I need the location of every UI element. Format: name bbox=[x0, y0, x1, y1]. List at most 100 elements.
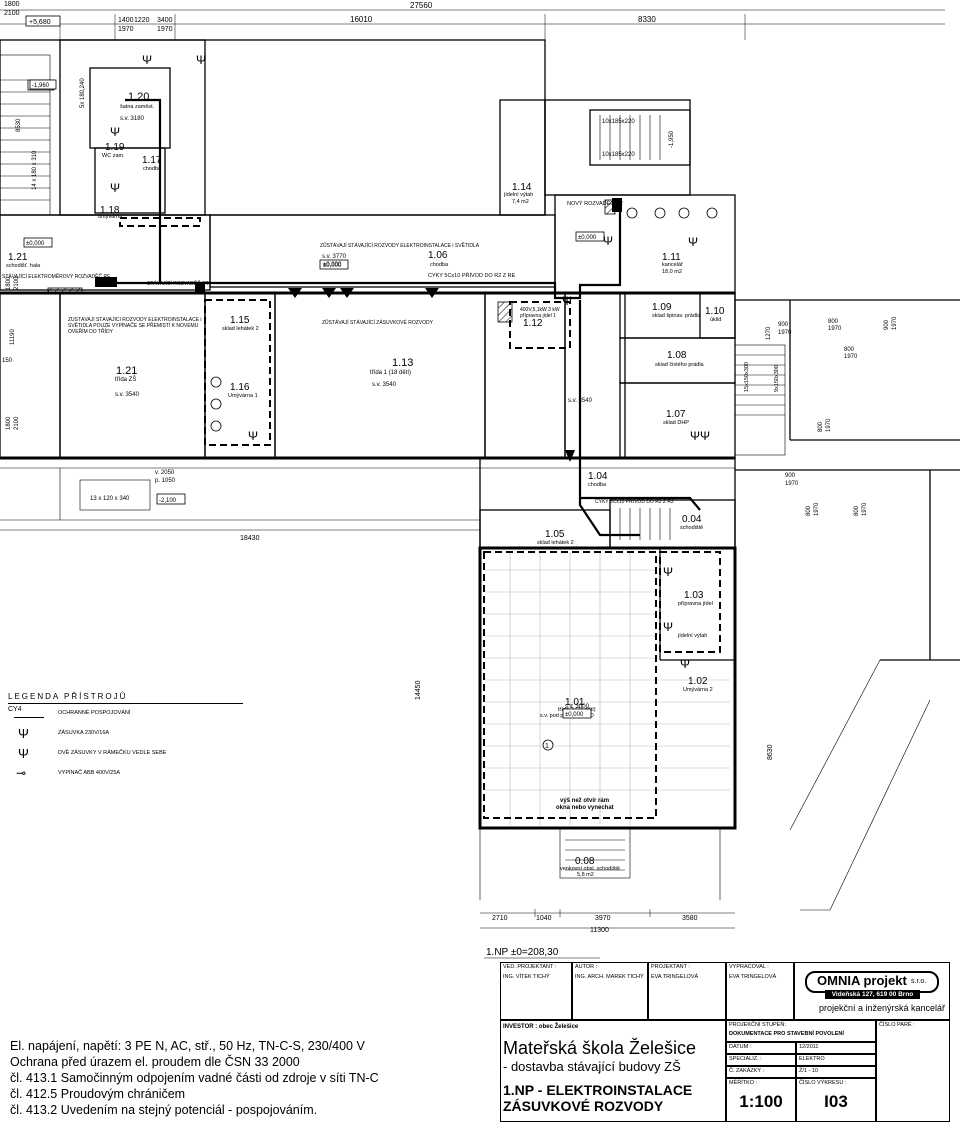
dim-18430: 18430 bbox=[240, 535, 260, 542]
room-sv: s.v. 3770 bbox=[322, 254, 347, 260]
level-mark: -1,960 bbox=[32, 83, 50, 89]
dim-right: 800 bbox=[818, 421, 824, 432]
project-title: Mateřská škola Želešice bbox=[503, 1038, 697, 1058]
dim-right: 1970 bbox=[862, 502, 868, 516]
socket-symbols: Ψ Ψ Ψ Ψ Ψ Ψ Ψ ΨΨ Ψ Ψ Ψ Ψ 1 bbox=[110, 53, 718, 751]
dim-14450: 14450 bbox=[415, 680, 422, 700]
dim-right: 900 bbox=[884, 319, 890, 330]
level-5680: +5,680 bbox=[29, 19, 51, 26]
level-mark: -2,100 bbox=[159, 498, 177, 504]
tb-label: PROJEKTANT : bbox=[651, 964, 690, 970]
room-labels: 1.20 šatna zaměst. s.v. 3180 1.19 WC zam… bbox=[6, 91, 725, 878]
tb-label: MĚŘÍTKO : bbox=[729, 1080, 758, 1086]
socket-icon: Ψ bbox=[663, 620, 673, 634]
dim-3400: 3400 bbox=[157, 17, 173, 24]
room-number: 1.15 bbox=[230, 315, 250, 326]
note-stair-r: 10x185x220 bbox=[602, 119, 635, 125]
room-number: 1.07 bbox=[666, 409, 686, 420]
panel-rt-symbol bbox=[195, 283, 205, 293]
dim-right: 900 bbox=[785, 473, 796, 479]
company-suffix: s.r.o. bbox=[911, 978, 927, 985]
plan-annotations: ZŮSTÁVAJÍ STÁVAJÍCÍ ROZVODY ELEKTROINSTA… bbox=[2, 119, 707, 811]
bottom-dimensions: 18430 14450 2710 1040 3970 3580 11300 bbox=[0, 529, 735, 934]
room-name: přípravna jídel 1 bbox=[520, 313, 556, 319]
dim-right: 1970 bbox=[844, 354, 858, 360]
room-name: jídelní výtah bbox=[503, 192, 533, 198]
tb-autor: AUTOR : ING. ARCH. MAREK TICHÝ bbox=[572, 962, 648, 1020]
tb-specializ-label: SPECIALIZ. : bbox=[726, 1054, 796, 1066]
legend-label: DVĚ ZÁSUVKY V RÁMEČKU VEDLE SEBE bbox=[58, 750, 167, 756]
dim-1800-left-b: 1800 bbox=[6, 416, 12, 430]
room-number: 1.05 bbox=[545, 529, 565, 540]
bonding-icon bbox=[14, 717, 44, 718]
dim-2100: 2100 bbox=[4, 10, 20, 17]
note-line: čl. 413.1 Samočinným odpojením vadné čás… bbox=[10, 1071, 379, 1085]
dim-stair-a: 5x 180,240 bbox=[80, 78, 86, 108]
note-window-2: okna nebo vynechat bbox=[556, 805, 614, 811]
tb-value: ELEKTRO bbox=[799, 1056, 825, 1062]
room-number: 1.06 bbox=[428, 250, 448, 261]
legend-label: VYPÍNAČ ABB 400V/25A bbox=[58, 770, 121, 776]
tb-label: AUTOR : bbox=[575, 964, 598, 970]
tb-label: Č. ZAKÁZKY : bbox=[729, 1068, 765, 1074]
tb-meritko: MĚŘÍTKO : 1:100 bbox=[726, 1078, 796, 1122]
company-logo: OMNIA projekt s.r.o. Videňská 127, 619 0… bbox=[794, 962, 950, 1020]
room-name: úmývárna bbox=[98, 214, 123, 220]
dim-right: 800 bbox=[806, 505, 812, 516]
room-number: 1.19 bbox=[105, 142, 125, 153]
room-name: třída ZŠ bbox=[115, 376, 136, 383]
tb-datum: 12/2011 bbox=[796, 1042, 876, 1054]
room-name: venkovní obsl. schodiště bbox=[560, 866, 620, 872]
legend-item: Ψ DVĚ ZÁSUVKY V RÁMEČKU VEDLE SEBE bbox=[8, 744, 248, 764]
legend-item: CY4 OCHRANNÉ POSPOJOVÁNÍ bbox=[8, 704, 248, 724]
note-keep-sockets: ZŮSTÁVAJÍ STÁVAJÍCÍ ZÁSUVKOVÉ ROZVODY bbox=[322, 319, 434, 326]
room-sv: s.v. 3540 bbox=[372, 382, 397, 388]
socket-icon: Ψ bbox=[603, 234, 613, 248]
dim-1970b: 1970 bbox=[157, 26, 173, 33]
room-name: chodba bbox=[430, 262, 449, 268]
note-line: El. napájení, napětí: 3 PE N, AC, stř., … bbox=[10, 1039, 365, 1053]
tb-value: 12/2011 bbox=[799, 1044, 819, 1050]
room-name: chodba bbox=[588, 482, 607, 488]
socket-icon: Ψ bbox=[196, 53, 206, 67]
panel-re-symbol bbox=[95, 277, 117, 287]
tb-value: Ž/1 - 10 bbox=[799, 1068, 818, 1074]
room-number: 1.14 bbox=[512, 182, 532, 193]
room-name: sklad špinav. prádla bbox=[652, 313, 701, 319]
room-number: 0.08 bbox=[575, 856, 595, 867]
panel-r2-symbol bbox=[612, 198, 622, 212]
dim-right: 1970 bbox=[826, 418, 832, 432]
room-number: 1.16 bbox=[230, 382, 250, 393]
tb-label: INVESTOR : bbox=[503, 1024, 538, 1030]
room-number: 1.02 bbox=[688, 676, 708, 687]
room-name: Umývárna 1 bbox=[228, 393, 258, 399]
room-number: 1.12 bbox=[523, 318, 543, 329]
level-mark: ±0,000 bbox=[578, 235, 597, 241]
dim-right: 800 bbox=[844, 347, 855, 353]
dim-stair-b: 14 x 180 x 310 bbox=[32, 150, 38, 190]
note-line: čl. 412.5 Proudovým chráničem bbox=[10, 1087, 186, 1101]
room-number: 1.01 bbox=[565, 697, 585, 708]
tb-stupen: PROJEKČNÍ STUPEŇ: DOKUMENTACE PRO STAVEB… bbox=[726, 1020, 876, 1042]
room-name: třída 1 (18 dětí) bbox=[370, 370, 411, 376]
room-number: 1.17 bbox=[142, 155, 162, 166]
drawing-title-2: ZÁSUVKOVÉ ROZVODY bbox=[503, 1098, 664, 1114]
note-cable-r2: CYKY 5Cx10 PŘÍVOD DO R2 Z RE bbox=[428, 271, 516, 279]
legend-code: CY4 bbox=[8, 706, 22, 713]
room-number: 1.10 bbox=[705, 306, 725, 317]
electrical-notes: El. napájení, napětí: 3 PE N, AC, stř., … bbox=[10, 1038, 480, 1118]
scale-value: 1:100 bbox=[739, 1092, 783, 1111]
dim-right: 9x150x300 bbox=[774, 365, 780, 392]
room-sv: s.v. 3540 bbox=[115, 392, 140, 398]
circle-marker-1 bbox=[542, 739, 554, 751]
room-name: schodiště bbox=[680, 525, 703, 531]
socket-icon: Ψ bbox=[110, 125, 120, 139]
room-name: úklid bbox=[710, 317, 721, 323]
double-socket-icon: Ψ bbox=[18, 746, 29, 761]
room-number: 1.09 bbox=[652, 302, 672, 313]
note-keep-lighting-2: ZŮSTÁVAJÍ STÁVAJÍCÍ ROZVODY ELEKTROINSTA… bbox=[68, 317, 202, 335]
dim-right: 800 bbox=[854, 505, 860, 516]
legend: LEGENDA PŘÍSTROJŮ CY4 OCHRANNÉ POSPOJOVÁ… bbox=[8, 692, 248, 784]
tb-label: ČÍSLO PARÉ : bbox=[879, 1022, 915, 1028]
dim-16010: 16010 bbox=[350, 15, 373, 24]
